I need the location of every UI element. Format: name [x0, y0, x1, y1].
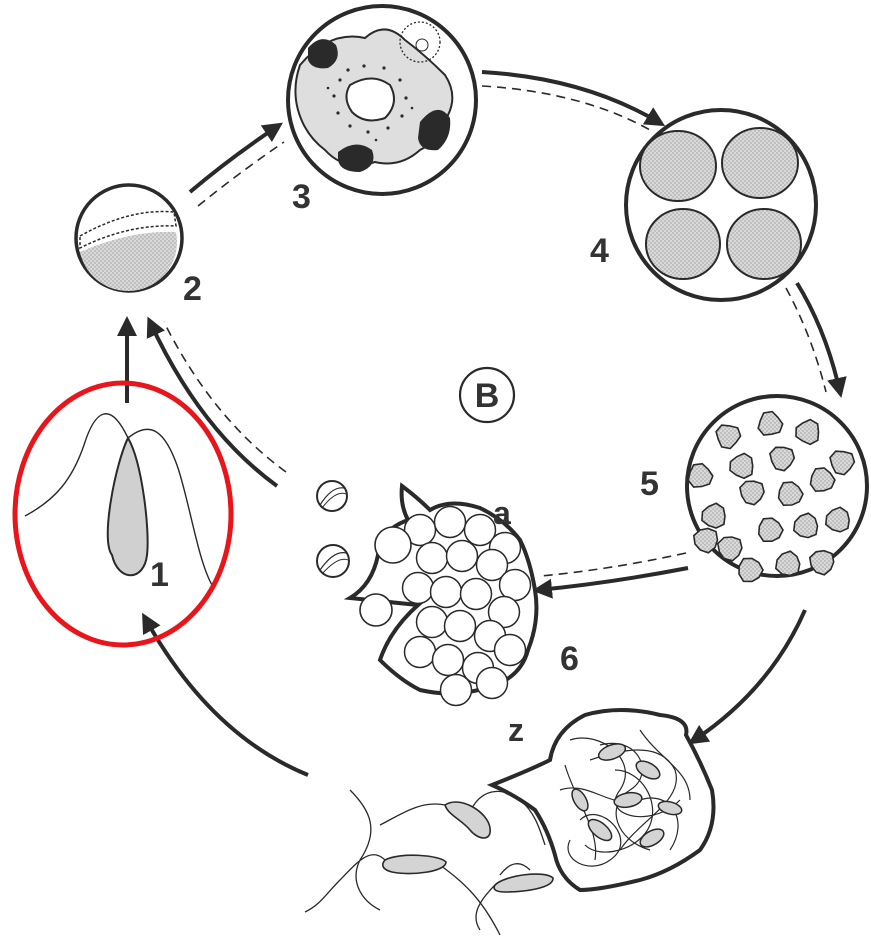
stage-label-3: 3: [292, 178, 311, 216]
tetrad-spore-br: [727, 209, 801, 279]
flagellum: [476, 885, 495, 930]
zoosporangium-wall: [492, 710, 714, 890]
sporangium-a-spore: [433, 645, 464, 676]
sporangium-a-spore: [435, 507, 466, 538]
arrow-4-to-5: [797, 283, 840, 392]
flagellum: [305, 855, 385, 912]
flagellum: [350, 790, 380, 910]
arrow-2-to-3: [190, 126, 278, 192]
sporangium-a-spore: [447, 541, 478, 572]
stage-3-cell: [288, 6, 476, 194]
stage-5-multi-spore-cell: [687, 396, 867, 581]
cell-3-dark-bottom: [338, 144, 374, 172]
sporangium-a-spore: [477, 668, 508, 699]
stage-label-1: 1: [150, 556, 169, 594]
sporangium-a-spore: [417, 543, 448, 574]
free-zoospores: [305, 790, 553, 935]
zoospore-cell: [383, 855, 446, 873]
tetrad-spore-tl: [640, 131, 716, 201]
tetrad-spore-bl: [646, 209, 720, 279]
stage-label-4: 4: [590, 232, 609, 270]
arrow-a-to-2: [150, 322, 277, 486]
cell-3-nucleus: [346, 79, 394, 121]
sporangium-a-spore: [441, 675, 472, 706]
arrow-4-to-5-dashed: [786, 288, 826, 392]
center-label: B: [475, 377, 500, 415]
cell-5-spore: [694, 529, 718, 553]
released-spore: [317, 481, 347, 511]
sporangium-a-spore: [417, 607, 448, 638]
arrow-3-to-4-dashed: [482, 86, 650, 130]
arrow-zoospores-to-1: [145, 618, 308, 775]
released-spore-empty: [360, 594, 392, 626]
sporangium-a-spore: [461, 579, 492, 610]
arrow-a-to-2-dashed: [164, 322, 286, 472]
sporangium-a-spore: [403, 573, 434, 604]
stage-z-zoosporangium: [492, 710, 714, 890]
zoospore-body: [108, 438, 148, 575]
sporangium-a-spore: [405, 637, 436, 668]
zoospore-cell: [445, 802, 490, 838]
arrow-3-to-4: [482, 72, 660, 123]
flagellum: [440, 865, 500, 935]
branch-label-z: z: [508, 712, 524, 748]
cell-5-spore: [810, 551, 834, 575]
branch-label-a: a: [493, 495, 511, 531]
stage-1-zoospore: [15, 383, 231, 645]
arrow-5-to-z: [693, 610, 805, 741]
stage-label-5: 5: [640, 465, 659, 503]
sporangium-a-spore: [495, 635, 526, 666]
sporangium-a-spore: [431, 577, 462, 608]
stage-2-resting-spore: [76, 185, 182, 291]
released-spore-empty: [375, 527, 411, 563]
stage-4-tetrad: [626, 110, 816, 300]
sporangium-a-spore: [445, 611, 476, 642]
released-spore: [317, 545, 349, 577]
flagellum: [380, 804, 445, 825]
stage-label-6: 6: [560, 640, 579, 678]
arrow-5-to-a: [538, 568, 688, 590]
flagellum: [500, 864, 530, 875]
stage-label-2: 2: [183, 270, 202, 308]
zoospore-cell: [494, 874, 553, 892]
tetrad-spore-tr: [722, 128, 798, 198]
